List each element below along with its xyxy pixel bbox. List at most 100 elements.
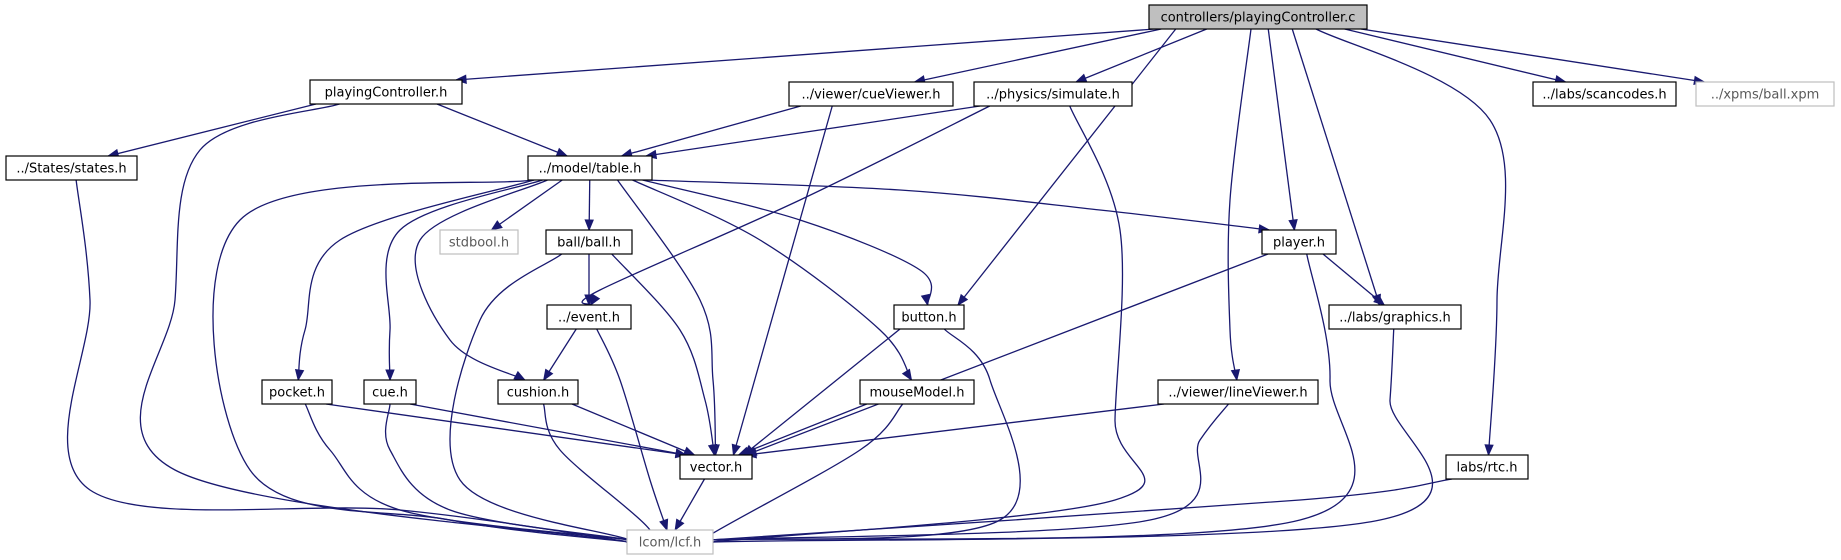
edge-arrowhead xyxy=(1484,444,1494,457)
edge-line xyxy=(642,179,933,306)
edge-arrowhead xyxy=(513,370,526,381)
edge-playingcontroller-h-to-states-h xyxy=(106,103,317,159)
edge-vector-h-to-lcf-h xyxy=(674,478,706,532)
edge-line xyxy=(1360,28,1705,83)
node-label: ../labs/graphics.h xyxy=(1339,311,1451,326)
edge-simulate-h-to-event-h xyxy=(581,105,991,307)
edge-line xyxy=(660,328,1434,545)
edge-playingcontroller-h-to-table-h xyxy=(436,103,569,157)
node-labs-scancodes-h[interactable]: ../labs/scancodes.h xyxy=(1532,81,1677,107)
edge-arrowhead xyxy=(584,219,594,232)
node-label: stdbool.h xyxy=(449,236,509,251)
edge-table-h-to-cue-h xyxy=(385,179,543,382)
edge-rtc-h-to-lcf-h xyxy=(666,478,1453,545)
node-label: ../xpms/ball.xpm xyxy=(1711,88,1820,103)
edge-table-h-to-stdbool-h xyxy=(490,179,563,231)
edge-player-h-to-graphics-h xyxy=(1322,253,1386,306)
node-xpms-ball-xpm: ../xpms/ball.xpm xyxy=(1695,81,1835,107)
node-box xyxy=(363,379,417,405)
edge-pocket-h-to-vector-h xyxy=(325,403,688,459)
node-labs-graphics-h[interactable]: ../labs/graphics.h xyxy=(1328,304,1462,330)
node-event-h[interactable]: ../event.h xyxy=(546,304,632,330)
node-label: controllers/playingController.c xyxy=(1161,11,1356,26)
node-box xyxy=(893,304,965,330)
node-cue-h[interactable]: cue.h xyxy=(363,379,417,405)
edge-arrowhead xyxy=(957,293,969,307)
edge-line xyxy=(455,28,1156,81)
edge-line xyxy=(1344,28,1566,83)
edge-cueviewer-h-to-vector-h xyxy=(731,105,833,457)
node-box xyxy=(1532,81,1677,107)
node-states-states-h[interactable]: ../States/states.h xyxy=(5,155,138,181)
node-labs-rtc-h[interactable]: labs/rtc.h xyxy=(1445,454,1529,480)
edge-table-h-to-pocket-h xyxy=(294,179,535,382)
edge-table-h-to-button-h xyxy=(642,179,933,307)
edge-arrowhead xyxy=(659,518,669,532)
node-box xyxy=(973,81,1133,107)
node-label: player.h xyxy=(1273,236,1325,251)
node-box xyxy=(859,379,975,405)
edge-root-to-simulate-h xyxy=(1074,28,1207,83)
edge-line xyxy=(385,179,543,381)
edge-root-to-ball-xpm xyxy=(1360,28,1706,86)
node-label: cushion.h xyxy=(507,386,570,401)
edge-cushion-h-to-lcf-h xyxy=(542,403,654,543)
edge-line xyxy=(325,403,687,456)
node-viewer-cueviewer-h[interactable]: ../viewer/cueViewer.h xyxy=(788,81,954,107)
edge-line xyxy=(542,403,654,543)
edge-arrowhead xyxy=(1230,369,1241,382)
edge-line xyxy=(745,253,1269,456)
edge-arrowhead xyxy=(707,443,718,457)
node-label: lcom/lcf.h xyxy=(639,536,702,551)
node-box xyxy=(439,229,519,255)
node-controllers-playingcontroller-c[interactable]: controllers/playingController.c xyxy=(1148,4,1368,30)
node-box xyxy=(527,155,653,181)
edge-arrowhead xyxy=(920,293,931,307)
edge-cushion-h-to-vector-h xyxy=(571,403,696,456)
node-label: ../model/table.h xyxy=(539,162,642,177)
node-stdbool-h: stdbool.h xyxy=(439,229,519,255)
edge-arrowhead xyxy=(584,294,594,307)
node-button-h[interactable]: button.h xyxy=(893,304,965,330)
node-box xyxy=(679,454,753,480)
node-box xyxy=(1148,4,1368,30)
node-label: button.h xyxy=(901,311,956,326)
node-label: ../event.h xyxy=(558,311,620,326)
node-physics-simulate-h[interactable]: ../physics/simulate.h xyxy=(973,81,1133,107)
node-box xyxy=(1695,81,1835,107)
node-ball-ball-h[interactable]: ball/ball.h xyxy=(545,229,633,255)
node-model-table-h[interactable]: ../model/table.h xyxy=(527,155,653,181)
node-label: ball/ball.h xyxy=(557,236,621,251)
edge-root-to-lineviewer-h xyxy=(1227,28,1252,382)
node-lcom-lcf-h: lcom/lcf.h xyxy=(626,529,714,555)
edge-line xyxy=(611,253,715,456)
edge-table-h-to-mousemodel-h xyxy=(632,179,913,382)
edge-table-h-to-vector-h xyxy=(616,179,720,457)
edge-arrowhead xyxy=(674,518,685,532)
edge-arrowhead xyxy=(543,368,554,382)
edge-line xyxy=(738,403,867,456)
edge-line xyxy=(1315,28,1507,456)
edge-root-to-rtc-h xyxy=(1315,28,1507,457)
edge-root-to-scancodes-h xyxy=(1344,28,1567,85)
node-mousemodel-h[interactable]: mouseModel.h xyxy=(859,379,975,405)
node-box xyxy=(309,79,463,105)
edge-arrowhead xyxy=(1074,73,1088,83)
node-playingcontroller-h[interactable]: playingController.h xyxy=(309,79,463,105)
node-box xyxy=(261,379,333,405)
edge-line xyxy=(384,403,643,544)
node-viewer-lineviewer-h[interactable]: ../viewer/lineViewer.h xyxy=(1157,379,1319,405)
node-label: vector.h xyxy=(690,461,742,476)
node-box xyxy=(788,81,954,107)
edge-line xyxy=(743,328,901,456)
node-vector-h[interactable]: vector.h xyxy=(679,454,753,480)
edge-table-h-to-ball-h xyxy=(584,179,594,232)
edge-line xyxy=(677,403,1230,543)
node-label: pocket.h xyxy=(269,386,325,401)
node-pocket-h[interactable]: pocket.h xyxy=(261,379,333,405)
node-label: ../States/states.h xyxy=(16,162,126,177)
node-player-h[interactable]: player.h xyxy=(1261,229,1337,255)
edge-cueviewer-h-to-table-h xyxy=(620,105,801,158)
node-cushion-h[interactable]: cushion.h xyxy=(497,379,579,405)
edge-line xyxy=(645,105,981,157)
